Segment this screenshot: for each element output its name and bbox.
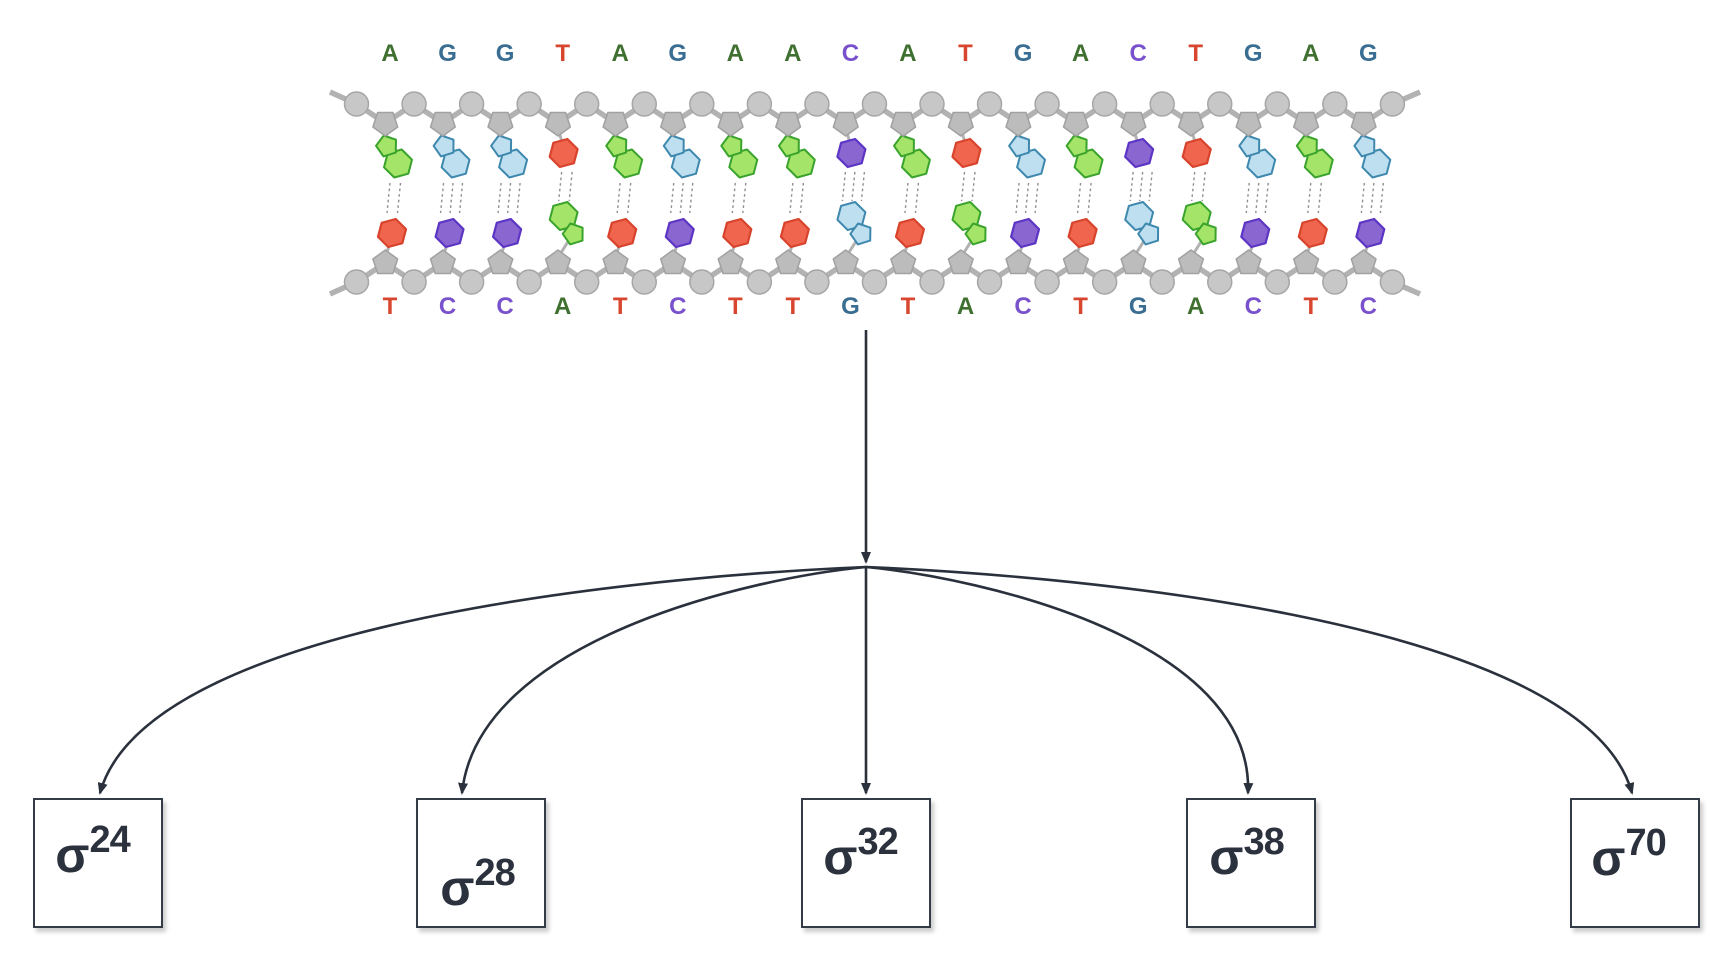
- sigma32-box: σ32: [801, 798, 931, 928]
- sugar-pentagons: [372, 111, 1377, 275]
- base-letter: T: [728, 293, 743, 320]
- base-letter: A: [784, 40, 801, 67]
- base-letter: A: [1302, 40, 1319, 67]
- base-letter: G: [1359, 40, 1378, 67]
- hydrogen-bonds: [386, 171, 1385, 214]
- arrow-to-sigma24: [97, 565, 867, 795]
- sigma24-label: σ24: [55, 821, 131, 883]
- base-letter: G: [841, 293, 860, 320]
- base-letter: T: [1188, 40, 1203, 67]
- base-letter: C: [1360, 293, 1377, 320]
- sigma70-box: σ70: [1570, 798, 1700, 928]
- base-letter: G: [1244, 40, 1263, 67]
- sigma-symbol: σ: [1591, 830, 1625, 886]
- dna-double-helix: A T G C G C T A A T G C A T A T C G A T T A G C A T C G T A G C A T G C: [328, 40, 1422, 320]
- base-letter: C: [439, 293, 456, 320]
- base-letter: T: [1073, 293, 1088, 320]
- sigma70-label: σ70: [1591, 824, 1667, 886]
- bases: [375, 134, 1392, 249]
- sigma-symbol: σ: [1209, 829, 1243, 885]
- base-letter: C: [496, 293, 513, 320]
- base-letter: T: [786, 293, 801, 320]
- sigma-exponent: 24: [89, 818, 130, 861]
- sigma32-label: σ32: [823, 823, 899, 885]
- arrow-to-sigma28: [458, 565, 867, 795]
- phosphate-circles: [343, 91, 1406, 295]
- connector-arrows: [97, 330, 1635, 795]
- sigma-symbol: σ: [440, 860, 474, 916]
- base-letter: T: [1303, 293, 1318, 320]
- base-letter: C: [842, 40, 859, 67]
- sigma38-box: σ38: [1186, 798, 1316, 928]
- base-letter: G: [668, 40, 687, 67]
- sigma-exponent: 32: [857, 820, 898, 863]
- sigma28-box: σ28: [416, 798, 546, 928]
- base-letter: G: [1129, 293, 1148, 320]
- sigma-exponent: 28: [474, 851, 515, 894]
- base-letter: A: [727, 40, 744, 67]
- base-letter: A: [1187, 293, 1204, 320]
- base-letter: T: [613, 293, 628, 320]
- arrow-to-sigma38: [865, 565, 1254, 795]
- base-letter: T: [555, 40, 570, 67]
- sigma-symbol: σ: [55, 827, 89, 883]
- base-letter: G: [1014, 40, 1033, 67]
- sigma-exponent: 70: [1625, 821, 1666, 864]
- base-letter: G: [496, 40, 515, 67]
- base-letter: A: [554, 293, 571, 320]
- base-letter: G: [438, 40, 457, 67]
- sigma28-label: σ28: [440, 854, 516, 916]
- base-letter: C: [669, 293, 686, 320]
- arrow-to-sigma70: [865, 565, 1635, 795]
- base-letter: T: [901, 293, 916, 320]
- sigma-exponent: 38: [1243, 820, 1284, 863]
- base-letter: T: [958, 40, 973, 67]
- base-letter: C: [1245, 293, 1262, 320]
- base-stems: [383, 125, 1372, 260]
- base-letter: A: [612, 40, 629, 67]
- sigma38-label: σ38: [1209, 823, 1285, 885]
- base-letters: A T G C G C T A A T G C A T A T C G A T T A G C A T C G T A G C A T G C: [381, 40, 1377, 320]
- base-letter: A: [1072, 40, 1089, 67]
- base-letter: C: [1014, 293, 1031, 320]
- sigma-symbol: σ: [823, 829, 857, 885]
- base-letter: T: [383, 293, 398, 320]
- base-letter: A: [899, 40, 916, 67]
- sigma24-box: σ24: [33, 798, 163, 928]
- base-letter: A: [381, 40, 398, 67]
- base-letter: A: [957, 293, 974, 320]
- base-letter: C: [1129, 40, 1146, 67]
